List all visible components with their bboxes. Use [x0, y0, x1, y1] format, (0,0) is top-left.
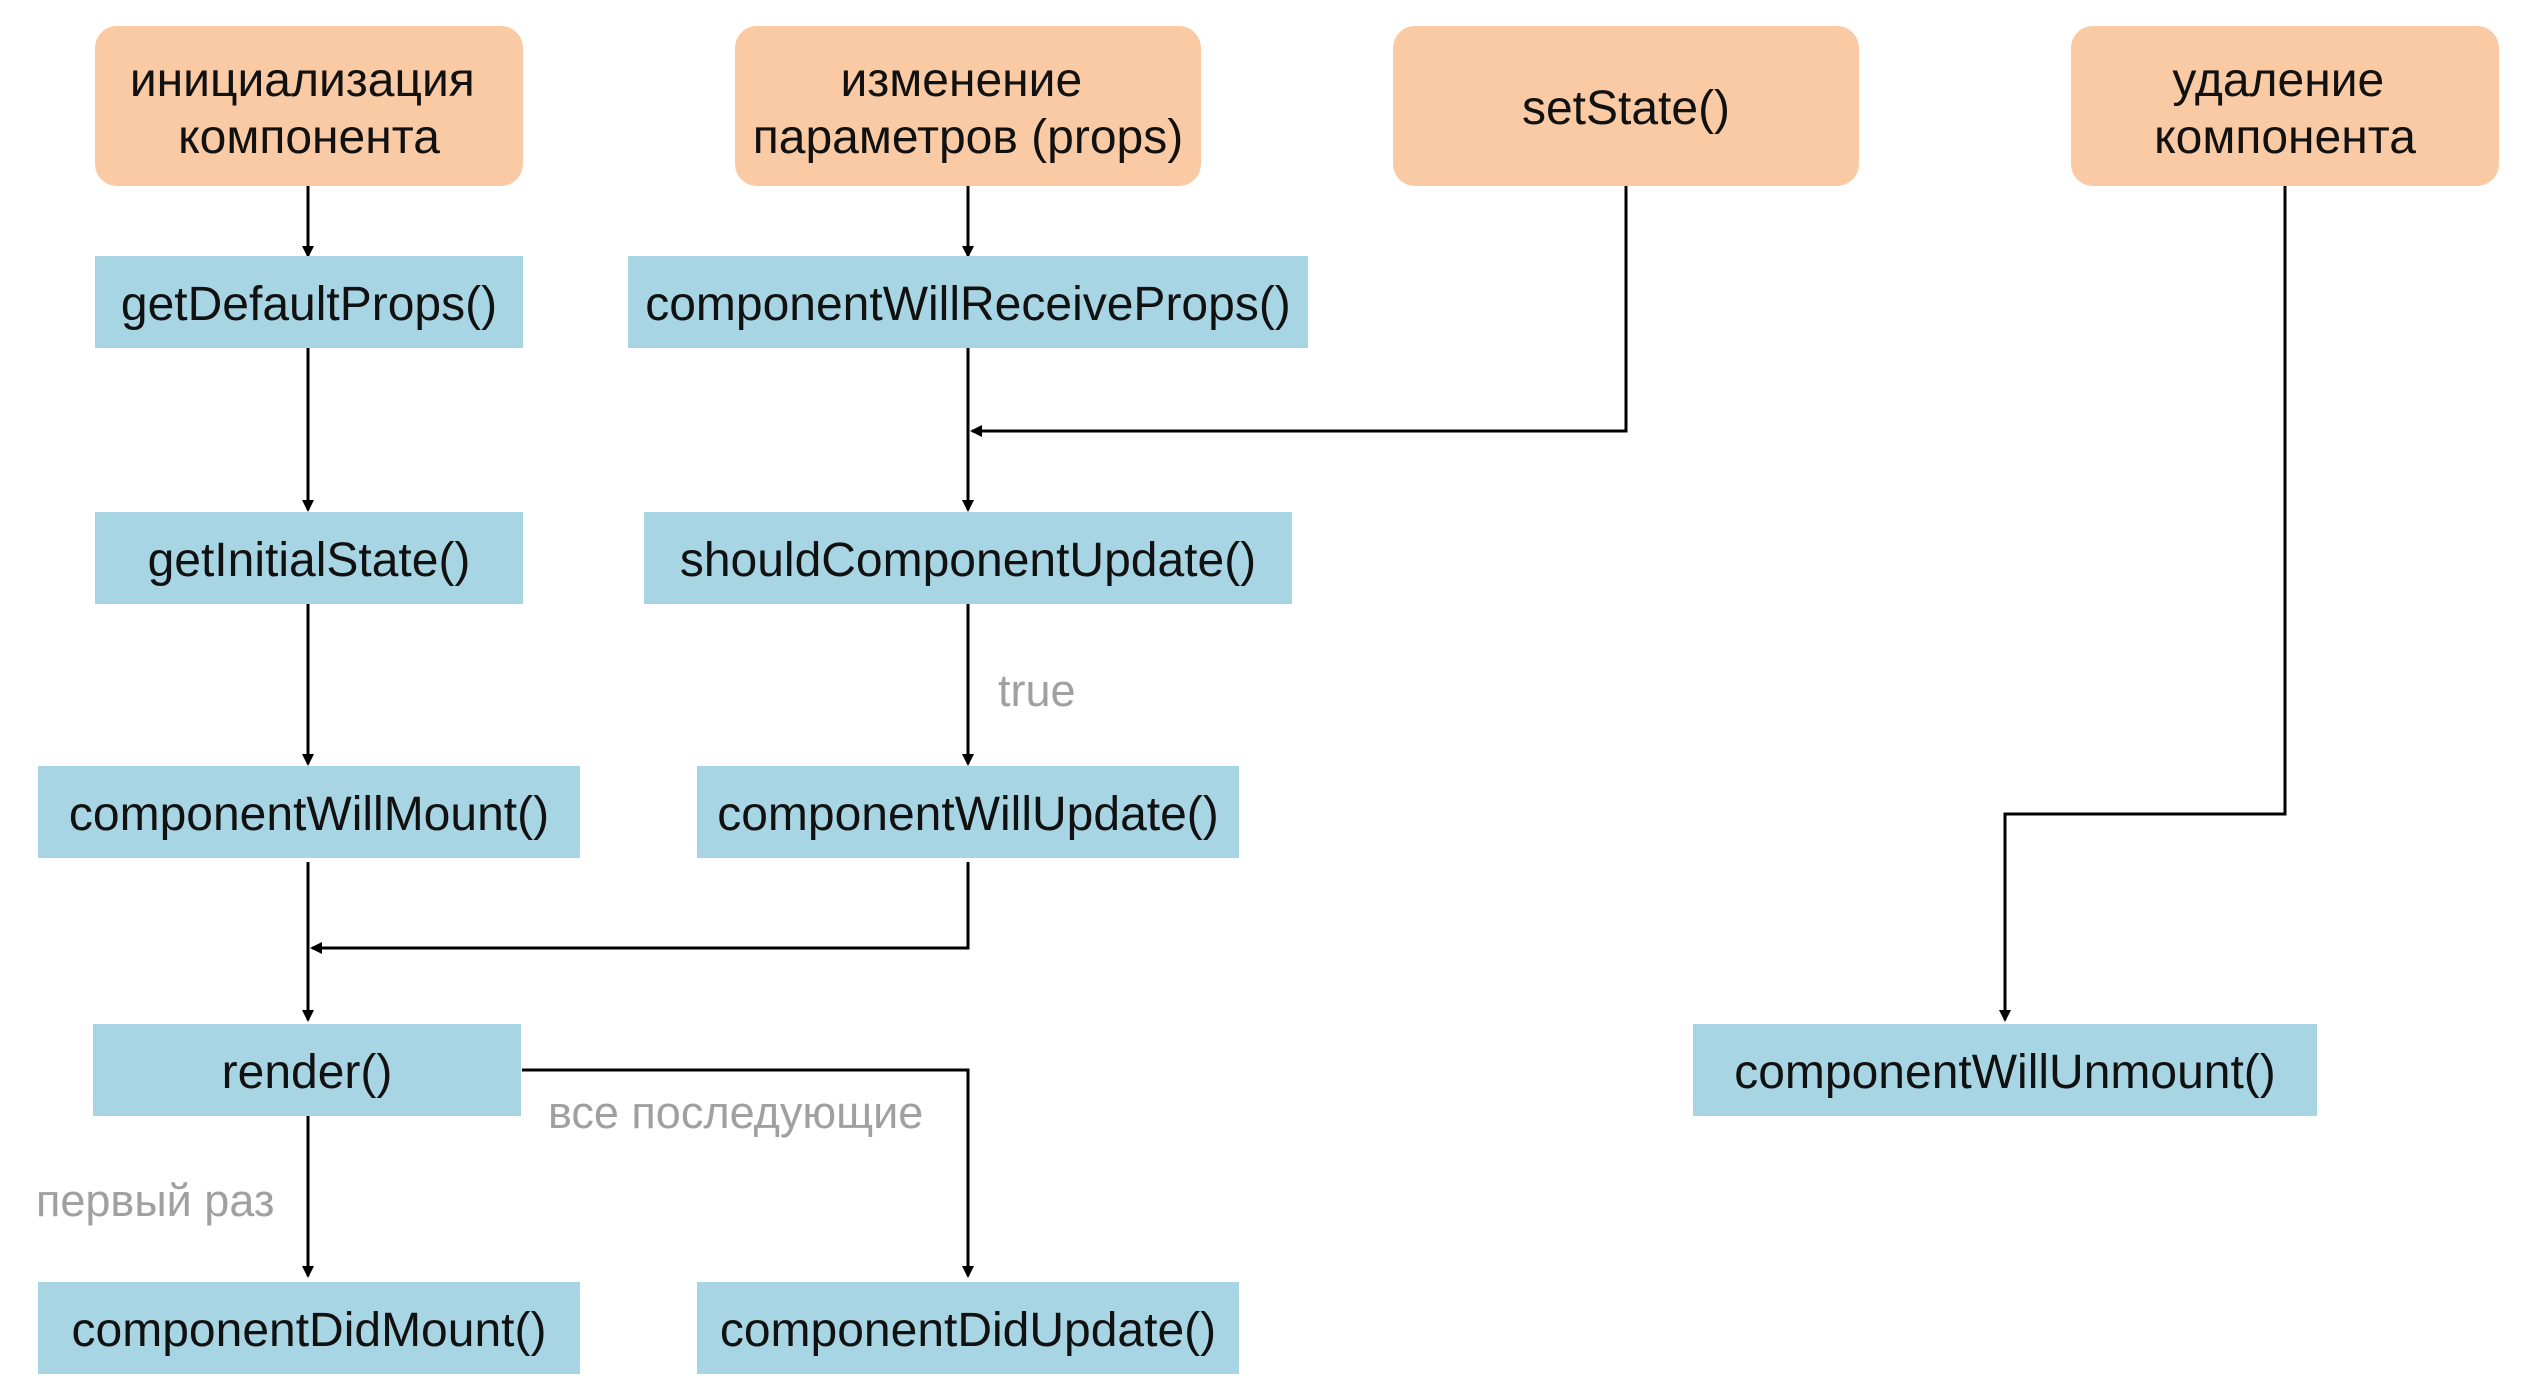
node-did-update: componentDidUpdate() — [697, 1282, 1239, 1374]
edge-setstate-to-shouldupdate — [970, 186, 1628, 437]
node-set-state-box — [1393, 26, 1859, 186]
svg-text:componentDidMount(): componentDidMount() — [72, 1304, 547, 1357]
edge-willupdate-to-render — [310, 862, 970, 954]
node-render-box — [93, 1024, 521, 1116]
edge-unmount-to-willunmount — [1999, 186, 2287, 1022]
node-did-mount: componentDidMount() — [38, 1282, 580, 1374]
svg-text:getInitialState(): getInitialState() — [148, 534, 471, 587]
subsequent-label: все последующие — [548, 1087, 923, 1138]
node-did-update-label: componentDidUpdate() — [720, 1304, 1216, 1357]
node-get-initial-state: getInitialState() — [95, 512, 523, 604]
svg-text:componentWillUpdate(): componentWillUpdate() — [717, 788, 1219, 841]
node-will-mount: componentWillMount() — [38, 766, 580, 858]
node-get-default-props-label: getDefaultProps() — [121, 278, 497, 331]
node-did-update-box — [697, 1282, 1239, 1374]
node-init: инициализация компонента — [95, 26, 523, 186]
node-render-label: render() — [222, 1046, 393, 1099]
node-will-unmount: componentWillUnmount() — [1693, 1024, 2317, 1116]
node-unmount: удаление компонента — [2071, 26, 2499, 186]
node-unmount-box — [2071, 26, 2499, 186]
node-will-receive-props-box — [628, 256, 1308, 348]
svg-text:shouldComponentUpdate(): shouldComponentUpdate() — [680, 534, 1256, 587]
svg-text:setState(): setState() — [1522, 82, 1730, 135]
node-will-update-label: componentWillUpdate() — [717, 788, 1219, 841]
node-will-update: componentWillUpdate() — [697, 766, 1239, 858]
true-label: true — [998, 665, 1076, 716]
svg-text:изменение параметров (pr: изменение параметров (props) — [753, 54, 1183, 164]
node-props-change-line-2: параметров (props) — [753, 111, 1183, 164]
node-init-line-2: компонента — [178, 111, 440, 164]
node-should-update-label: shouldComponentUpdate() — [680, 534, 1256, 587]
node-did-mount-label: componentDidMount() — [72, 1304, 547, 1357]
node-will-update-box — [697, 766, 1239, 858]
svg-text:getDefaultProps(): getDefaultProps() — [121, 278, 497, 331]
svg-text:componentDidUpdate(): componentDidUpdate() — [720, 1304, 1216, 1357]
node-get-default-props-box — [95, 256, 523, 348]
svg-text:инициализация компонента: инициализация компонента — [130, 54, 488, 164]
svg-text:componentWillMount(): componentWillMount() — [69, 788, 549, 841]
edges — [302, 186, 2287, 1278]
node-did-mount-box — [38, 1282, 580, 1374]
svg-text:render(): render() — [222, 1046, 393, 1099]
node-unmount-line-1: удаление — [2172, 54, 2384, 107]
node-get-initial-state-box — [95, 512, 523, 604]
first-time-label: первый раз — [36, 1175, 275, 1226]
node-will-unmount-label: componentWillUnmount() — [1734, 1046, 2276, 1099]
edge-labels: true все последующие первый раз — [36, 665, 1076, 1226]
svg-text:componentWillUnmount(): componentWillUnmount() — [1734, 1046, 2276, 1099]
node-will-mount-box — [38, 766, 580, 858]
node-will-unmount-box — [1693, 1024, 2317, 1116]
node-get-default-props: getDefaultProps() — [95, 256, 523, 348]
node-unmount-line-2: компонента — [2154, 111, 2416, 164]
node-props-change: изменение параметров (props) — [735, 26, 1201, 186]
node-set-state: setState() — [1393, 26, 1859, 186]
edge-render-to-didupdate — [522, 1068, 974, 1278]
node-should-update: shouldComponentUpdate() — [644, 512, 1292, 604]
svg-text:удаление компонента: удаление компонента — [2154, 54, 2416, 164]
node-set-state-line-1: setState() — [1522, 82, 1730, 135]
node-init-box — [95, 26, 523, 186]
node-should-update-box — [644, 512, 1292, 604]
node-will-mount-label: componentWillMount() — [69, 788, 549, 841]
node-props-change-line-1: изменение — [840, 54, 1082, 107]
svg-text:componentWillReceiveProps(): componentWillReceiveProps() — [645, 278, 1291, 331]
node-props-change-box — [735, 26, 1201, 186]
node-render: render() — [93, 1024, 521, 1116]
node-get-initial-state-label: getInitialState() — [148, 534, 471, 587]
node-will-receive-props: componentWillReceiveProps() — [628, 256, 1308, 348]
node-will-receive-props-label: componentWillReceiveProps() — [645, 278, 1291, 331]
node-init-line-1: инициализация — [130, 54, 475, 107]
